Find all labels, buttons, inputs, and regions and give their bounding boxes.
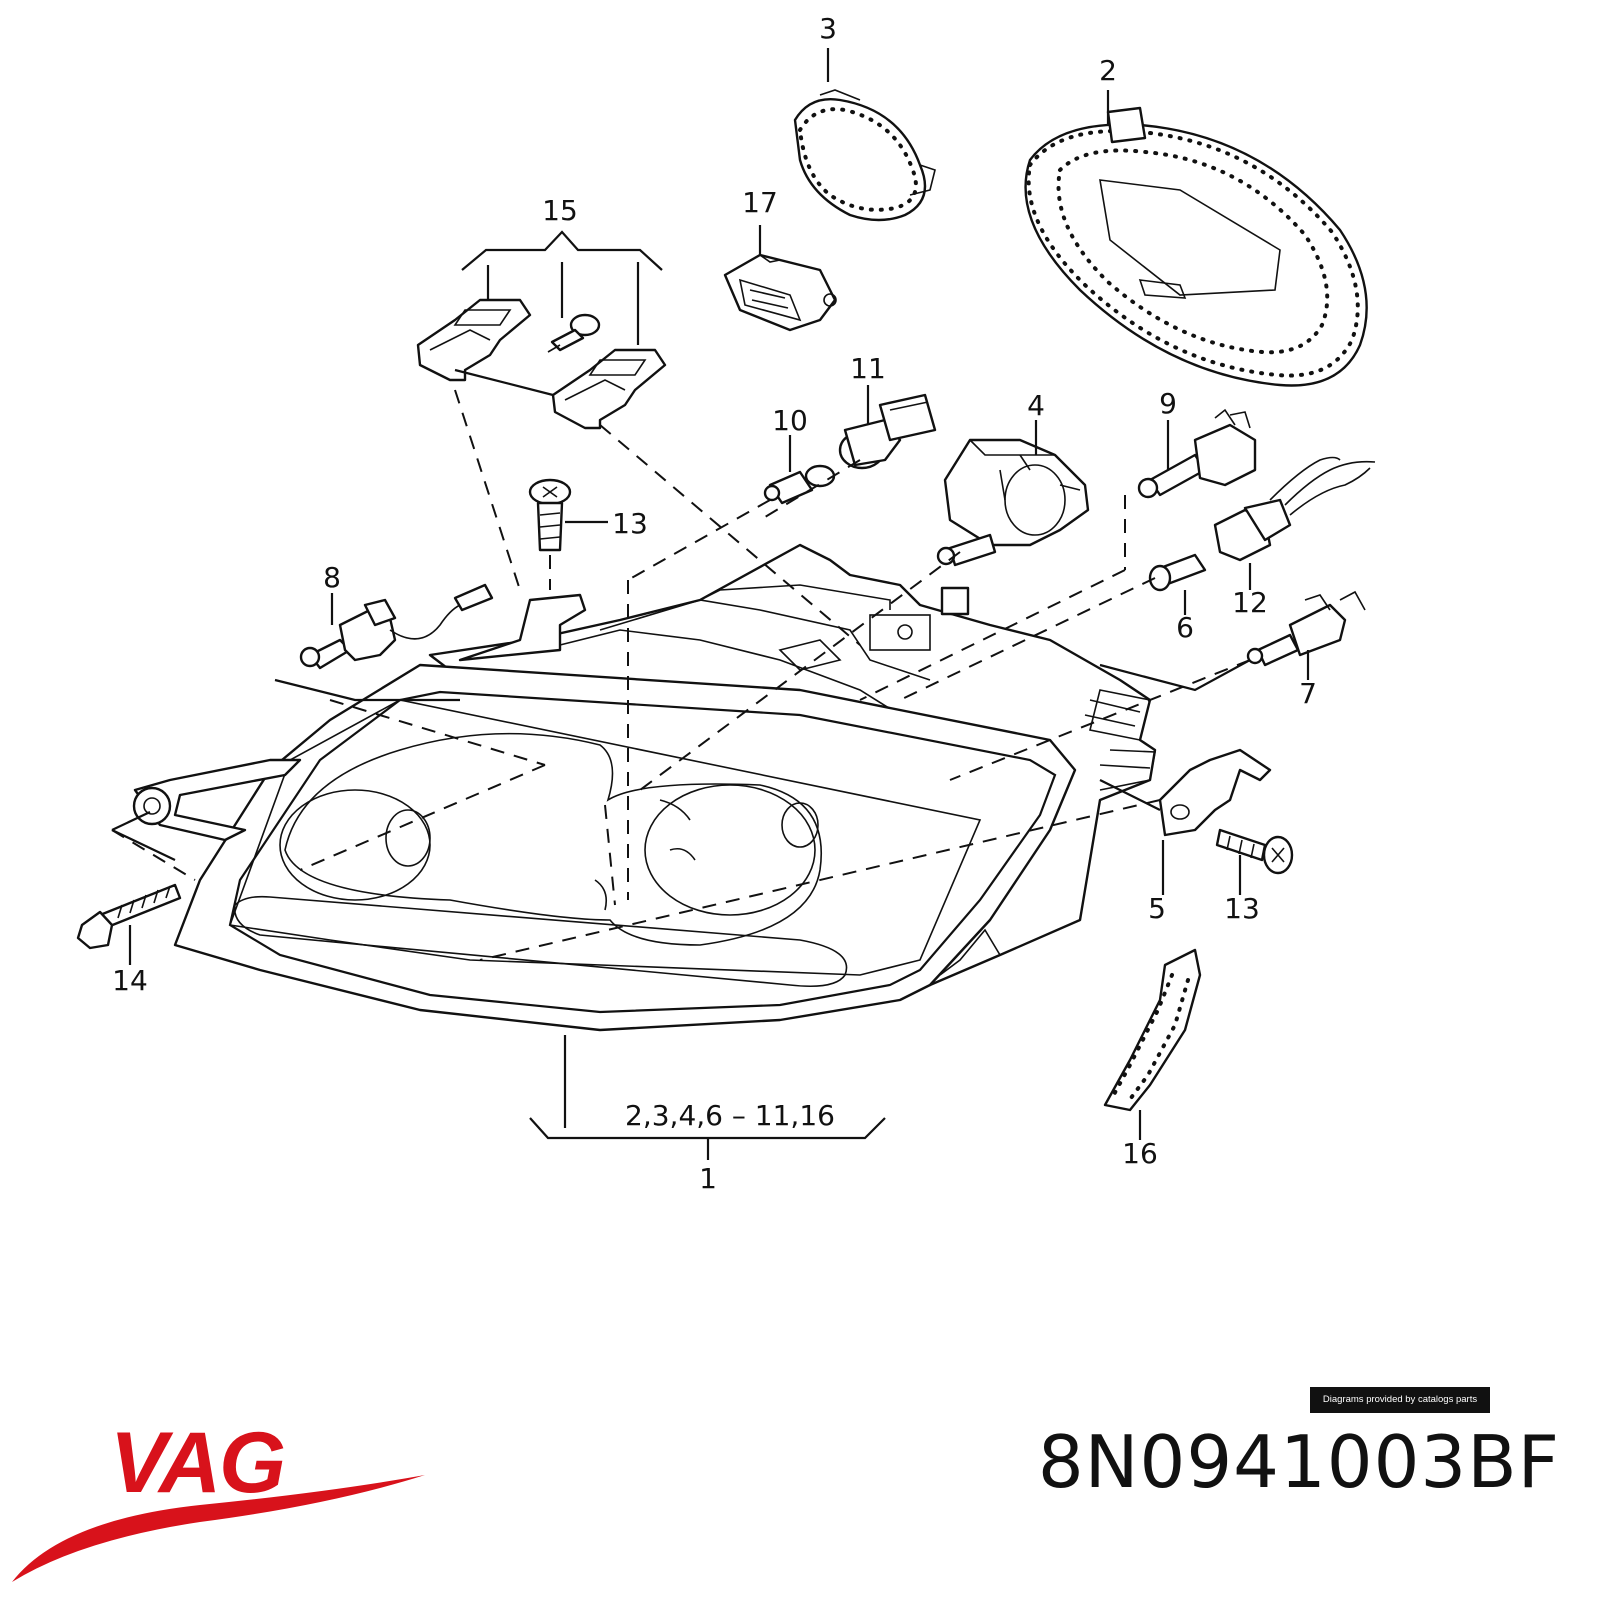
socket-wire-part-12: [1213, 456, 1376, 562]
callout-12: 12: [1232, 586, 1268, 619]
headlight-exploded-diagram: 1 2 3 4 5 6 7 8 9 10 11 12 13 13 14 15 1…: [76, 12, 1376, 1195]
bolt-part-14: [76, 883, 182, 950]
callout-15: 15: [542, 194, 578, 227]
bulb-part-10: [763, 464, 836, 505]
vag-logo: VAG: [12, 1415, 425, 1582]
callout-9: 9: [1159, 387, 1177, 420]
bracket-part-5: [1158, 748, 1272, 837]
callout-11: 11: [850, 352, 886, 385]
socket-part-11: [838, 393, 937, 470]
callout-13-upper: 13: [612, 507, 648, 540]
callout-4: 4: [1027, 389, 1045, 422]
bulb-part-8: [299, 583, 494, 670]
dashed-assembly-lines: [111, 389, 1251, 961]
callout-8: 8: [323, 561, 341, 594]
callout-17: 17: [742, 186, 778, 219]
headlight-housing-part-1: [173, 543, 1157, 1032]
diagram-credit-badge: Diagrams provided by catalogs parts: [1310, 1387, 1490, 1413]
callout-6: 6: [1176, 611, 1194, 644]
screw-part-13-upper: [528, 478, 572, 552]
logo-wordmark: VAG: [110, 1415, 284, 1511]
oval-seal-part-2: [1024, 106, 1368, 387]
leader-lines: [111, 48, 1310, 1160]
trim-strip-part-16: [1103, 948, 1202, 1112]
callout-10: 10: [772, 404, 808, 437]
screw-part-13-lower: [1215, 828, 1294, 875]
callout-13-lower: 13: [1224, 892, 1260, 925]
bulb-part-6: [1148, 553, 1207, 592]
callout-7: 7: [1299, 677, 1317, 710]
connector-part-17: [723, 253, 837, 332]
callout-3: 3: [819, 12, 837, 45]
logo-swoosh: [12, 1475, 425, 1582]
bulb-part-9: [1137, 408, 1257, 499]
assembly-group-label: 2,3,4,6 – 11,16: [625, 1099, 835, 1132]
bulb-part-7: [1246, 590, 1366, 667]
bracket-set-part-15: [416, 298, 667, 430]
round-cover-part-3: [793, 89, 936, 222]
callout-14: 14: [112, 964, 148, 997]
callout-1: 1: [699, 1162, 717, 1195]
callout-labels: 1 2 3 4 5 6 7 8 9 10 11 12 13 13 14 15 1…: [112, 12, 1317, 1195]
callout-16: 16: [1122, 1137, 1158, 1170]
callout-5: 5: [1148, 892, 1166, 925]
part-number: 8N0941003BF: [1037, 1420, 1560, 1504]
callout-2: 2: [1099, 54, 1117, 87]
leveling-motor-part-4: [936, 438, 1090, 567]
